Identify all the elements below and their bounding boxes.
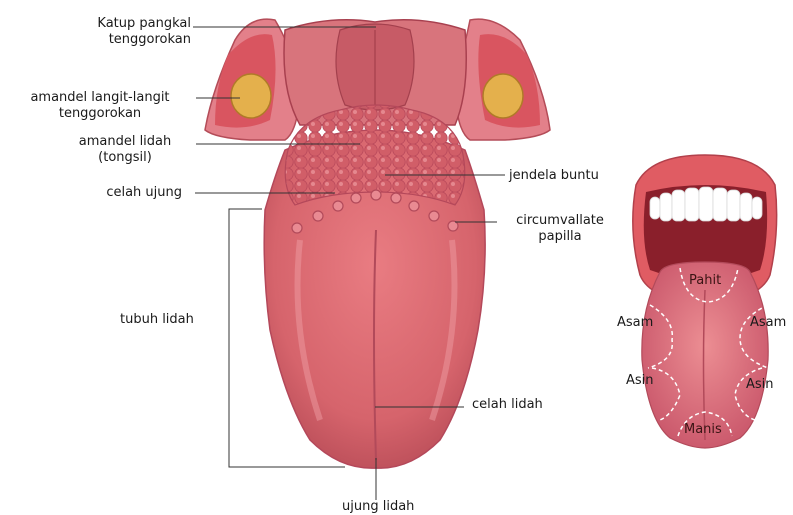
label-katup-pangkal-tenggorokan: Katup pangkal tenggorokan <box>56 16 191 48</box>
taste-label-manis: Manis <box>684 422 722 437</box>
label-celah-ujung: celah ujung <box>60 185 182 201</box>
label-amandel-langit: amandel langit-langit tenggorokan <box>6 90 194 122</box>
taste-label-pahit: Pahit <box>689 273 721 288</box>
right-palatine-tonsil <box>483 74 523 118</box>
label-celah-lidah: celah lidah <box>472 397 543 413</box>
label-circumvallate-line1: circumvallate <box>500 213 620 229</box>
left-palatine-tonsil <box>231 74 271 118</box>
label-ujung-lidah: ujung lidah <box>342 499 414 515</box>
label-circumvallate-papilla: circumvallate papilla <box>500 213 620 245</box>
taste-label-asam-left: Asam <box>617 315 653 330</box>
taste-label-asin-left: Asin <box>626 373 654 388</box>
label-amandel-lidah-line2: (tongsil) <box>60 150 190 166</box>
label-amandel-lidah: amandel lidah (tongsil) <box>60 134 190 166</box>
label-katup-line1: Katup pangkal <box>56 16 191 32</box>
taste-map-illustration <box>633 155 777 448</box>
taste-label-asam-right: Asam <box>750 315 786 330</box>
label-amandel-lidah-line1: amandel lidah <box>60 134 190 150</box>
label-katup-line2: tenggorokan <box>56 32 191 48</box>
label-amandel-langit-line1: amandel langit-langit <box>6 90 194 106</box>
label-circumvallate-line2: papilla <box>500 229 620 245</box>
label-amandel-langit-line2: tenggorokan <box>6 106 194 122</box>
label-jendela-buntu: jendela buntu <box>509 168 599 184</box>
label-tubuh-lidah: tubuh lidah <box>120 312 194 328</box>
taste-label-asin-right: Asin <box>746 377 774 392</box>
